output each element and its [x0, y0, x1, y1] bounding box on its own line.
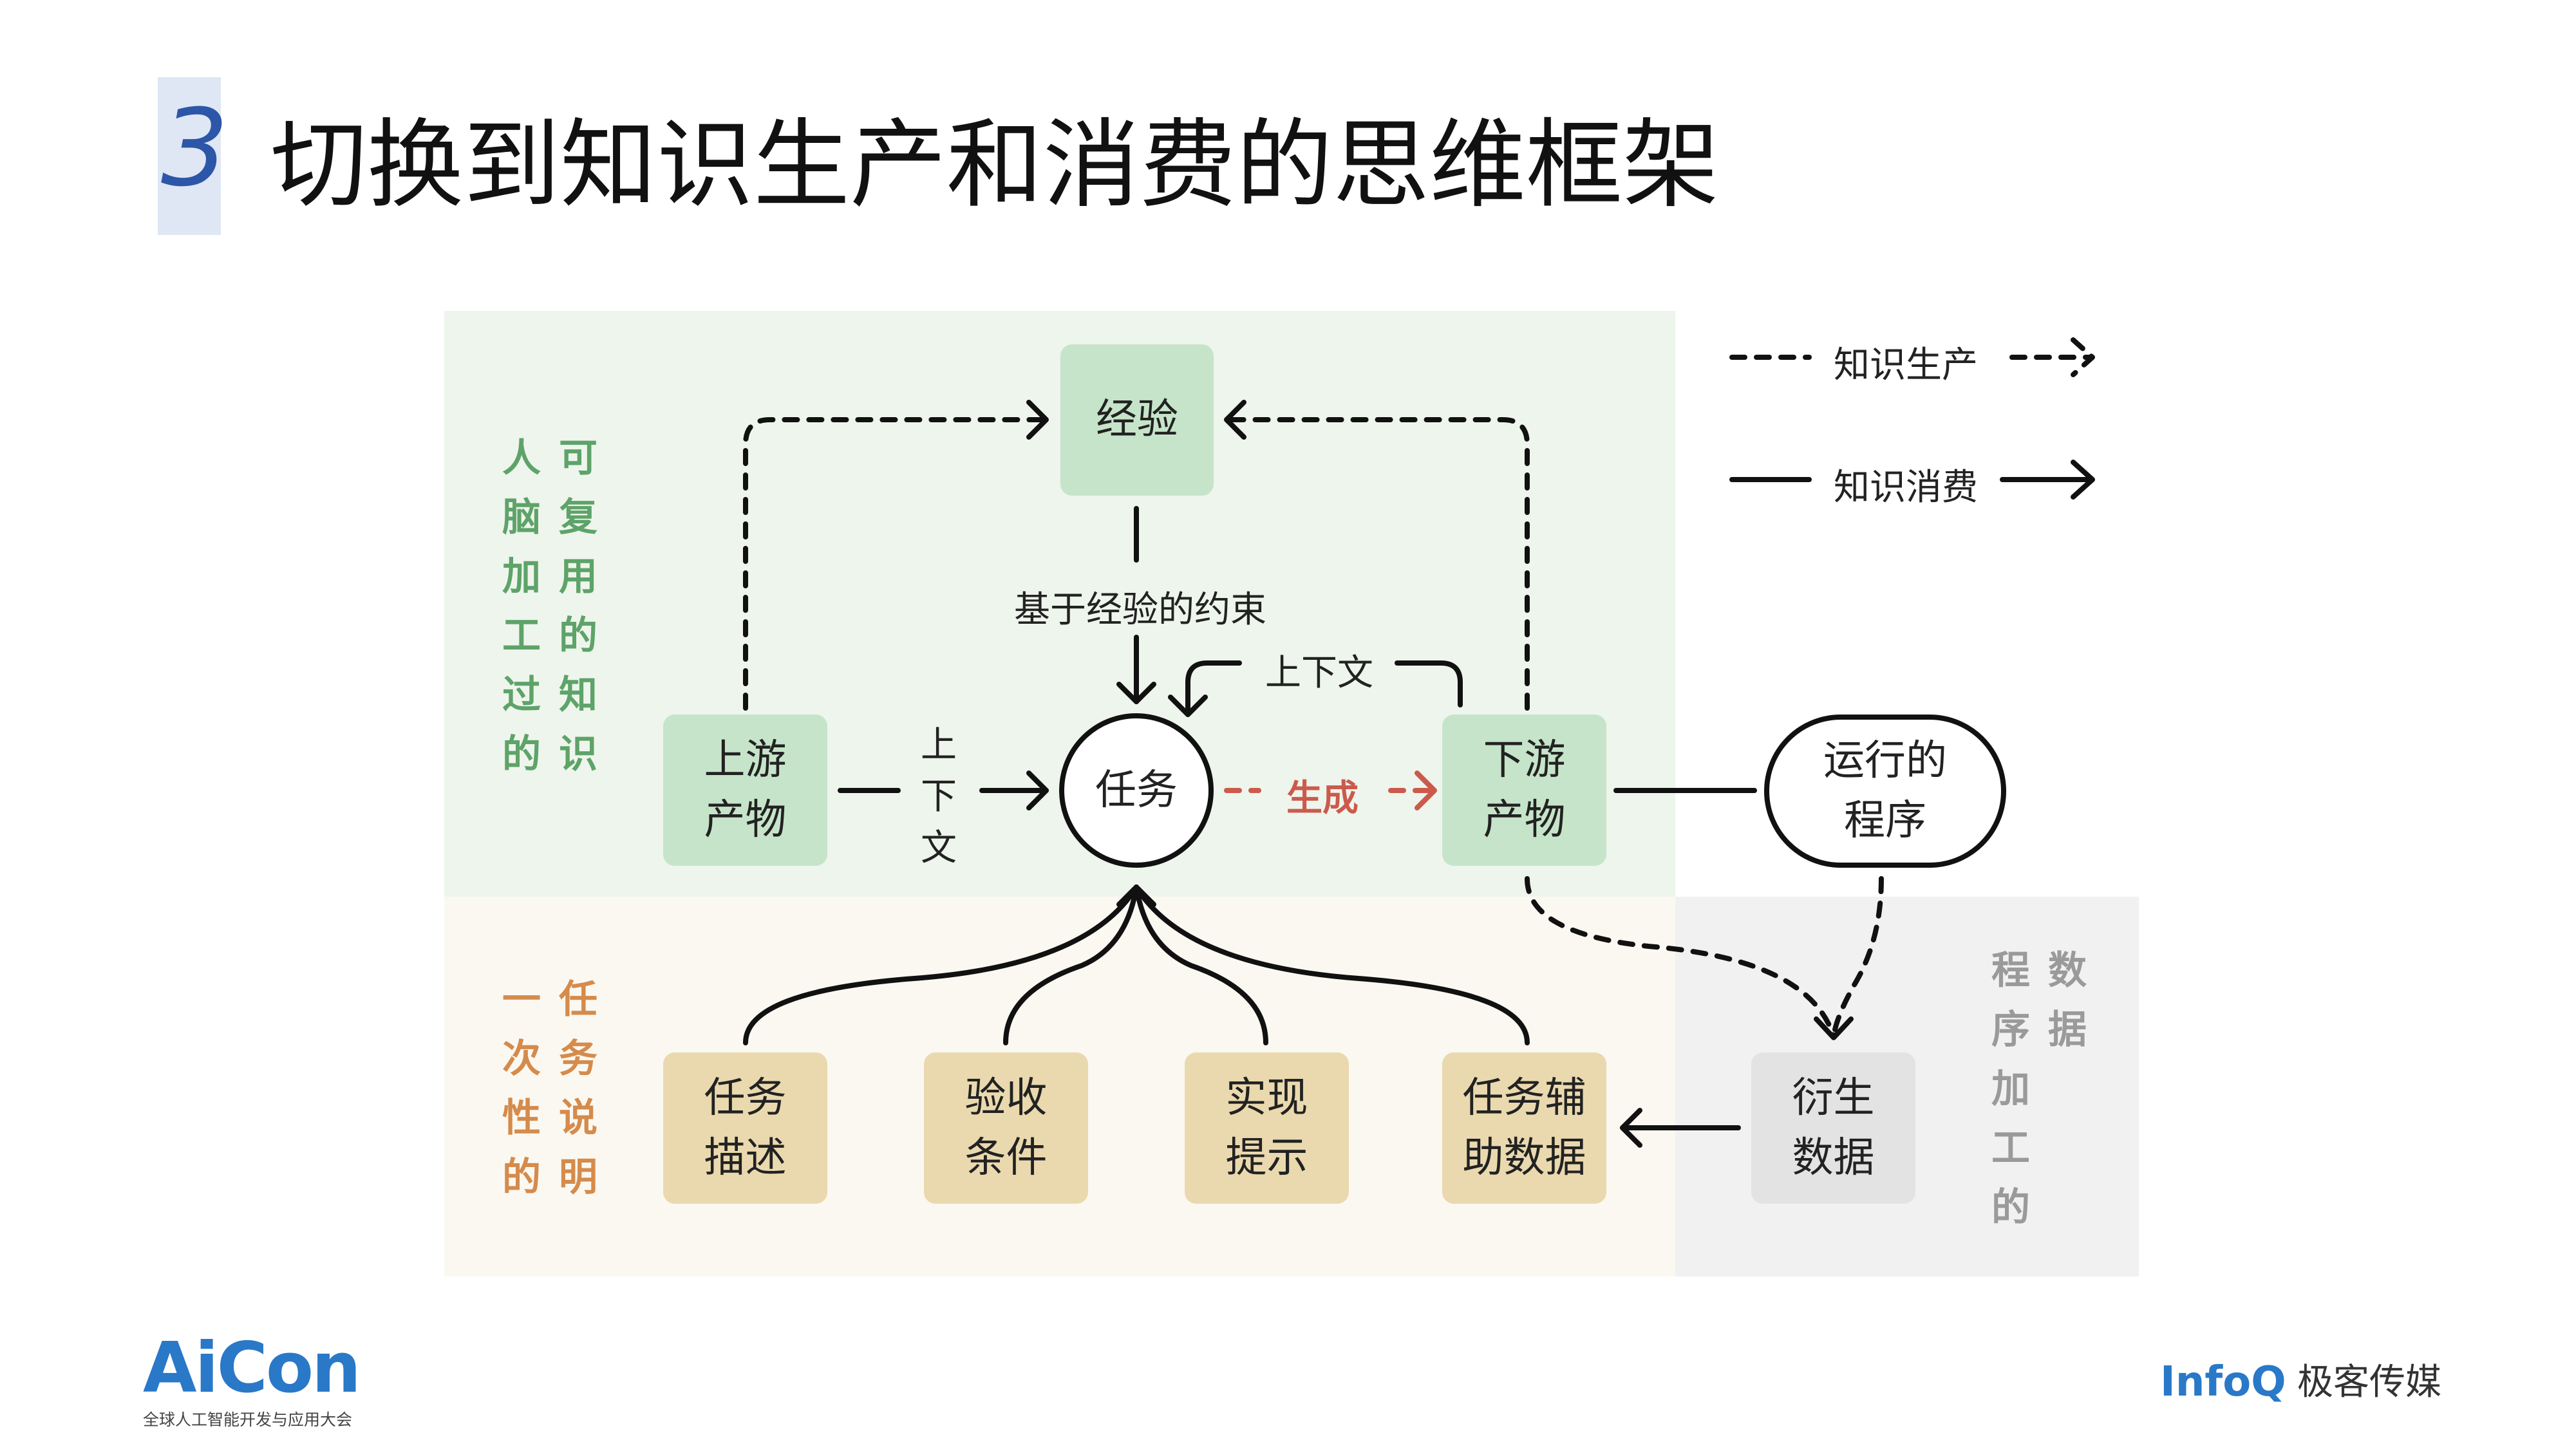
node-experience: 经验: [1060, 344, 1214, 496]
title-number-background: [158, 77, 221, 235]
aicon-logo: AiCon: [143, 1328, 361, 1408]
node-implementation-hints: 实现 提示: [1185, 1052, 1349, 1204]
side-label-reusable-knowledge: 可复用的知识: [559, 436, 597, 777]
node-task-description: 任务 描述: [663, 1052, 827, 1204]
side-label-brain-processed: 人脑加工过的: [502, 436, 541, 777]
side-label-one-time: 一次性的: [502, 977, 541, 1200]
edge-label-context-loop: 上下文: [1265, 652, 1373, 694]
edge-label-context-vertical: 上下文: [921, 724, 957, 869]
legend-consumption-arrow: [2000, 460, 2095, 500]
node-acceptance-criteria: 验收 条件: [924, 1052, 1088, 1204]
edge-label-generate: 生成: [1286, 778, 1359, 819]
side-label-data: 数据: [2048, 948, 2087, 1052]
node-running-program: 运行的 程序: [1764, 715, 2006, 868]
edge-downstream-to-experience: [1224, 417, 1530, 711]
legend-production-arrow: [2009, 337, 2095, 377]
edge-upstream-to-experience: [743, 417, 1049, 711]
edge-label-experience-constraint: 基于经验的约束: [1014, 589, 1266, 631]
node-derived-data: 衍生 数据: [1751, 1052, 1915, 1204]
legend-production-label: 知识生产: [1834, 344, 1978, 386]
page-title: 切换到知识生产和消费的思维框架: [270, 109, 1720, 221]
node-task-aux-data: 任务辅 助数据: [1442, 1052, 1606, 1204]
edge-task-desc-to-task: [743, 884, 1139, 1045]
edge-acceptance-to-task: [1003, 884, 1139, 1045]
infoq-brand-name: 极客传媒: [2297, 1361, 2441, 1403]
edge-aux-to-task: [1134, 884, 1530, 1045]
node-task: 任务: [1059, 713, 1214, 868]
edge-program-to-derived: [1831, 876, 1884, 1039]
aicon-subtitle: 全球人工智能开发与应用大会: [143, 1410, 353, 1429]
infoq-logo: InfoQ: [2160, 1358, 2286, 1406]
edge-downstream-to-derived: [1525, 876, 1836, 1039]
node-upstream-artifact: 上游 产物: [663, 715, 827, 866]
legend-consumption-label: 知识消费: [1834, 467, 1978, 509]
side-label-task-description: 任务说明: [559, 977, 597, 1200]
edge-context-loop: [1395, 660, 1463, 707]
side-label-program-processed: 程序加工的: [1991, 948, 2030, 1230]
edge-hints-to-task: [1134, 884, 1268, 1045]
node-downstream-artifact: 下游 产物: [1442, 715, 1606, 866]
title-number: 3: [161, 86, 229, 210]
